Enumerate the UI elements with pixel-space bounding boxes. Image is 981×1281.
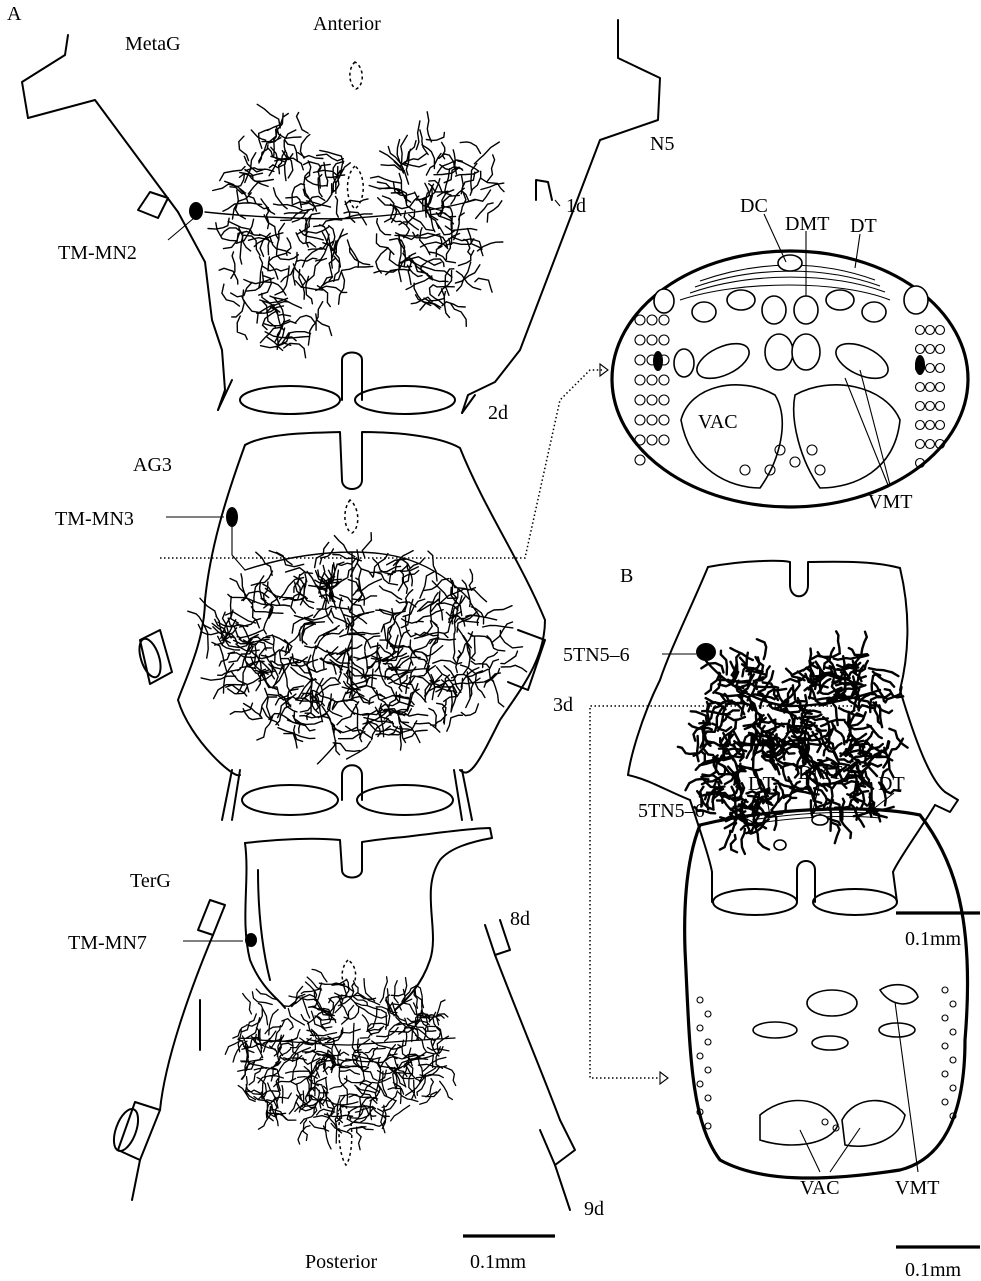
vac-label: VAC [698,411,738,433]
metag-ganglion-outline [22,20,660,414]
tm-mn2-label: TM-MN2 [58,242,137,264]
panel-b-ganglion-outline [628,561,958,915]
dc-leader [764,214,786,262]
dt-b-left-label: DT [748,773,775,795]
posterior-label: Posterior [305,1251,378,1273]
panel-b-section-arrowhead [660,1072,668,1084]
panel-a-label: A [7,3,22,25]
n5-label: N5 [650,133,674,155]
tm-mn7-soma [245,933,257,947]
metag-label: MetaG [125,33,181,55]
scale-b-top-label: 0.1mm [905,928,962,950]
panel-b-label: B [620,565,633,587]
tm-mn3-neurite [232,527,245,570]
terg-label: TerG [130,870,171,892]
nerve-8d-label: 8d [510,908,530,930]
panel-b [590,561,980,1084]
tm-mn2-soma [189,202,203,220]
terg-arborization [225,969,455,1149]
5tn5-6-label: 5TN5–6 [563,644,630,666]
nerve-1d-label: 1d [566,195,586,217]
ag3-cross-section [612,214,968,507]
vmt-label: VMT [868,491,912,513]
vac-b-label: VAC [800,1177,840,1199]
5tn5-6-soma [696,643,716,661]
dc-label: DC [740,195,768,217]
tm-mn7-label: TM-MN7 [68,932,147,954]
ag3-section-line [160,370,602,558]
terg-ganglion-outline [109,828,575,1210]
ag3-arborization [188,533,527,764]
tm-mn2-leader [168,218,194,240]
n5-leader [555,200,560,206]
metag-arborization [205,104,504,357]
ag3-label: AG3 [133,454,172,476]
scale-a-label: 0.1mm [470,1251,527,1273]
panel-a [22,20,660,1236]
dt-leader [855,234,860,268]
dt-b-right-label: DT [878,773,905,795]
nerve-2d-label: 2d [488,402,508,424]
vmt-b-label: VMT [895,1177,939,1199]
anterior-label: Anterior [313,13,381,35]
dmt-label: DMT [785,213,829,235]
dt-label: DT [850,215,877,237]
tm-mn3-soma [226,507,238,527]
dmt-b-label: DMT [798,762,842,784]
5tn5-6-section-label: 5TN5–6 [638,800,705,822]
scale-b-bottom-label: 0.1mm [905,1259,962,1281]
ag3-ganglion-outline [135,432,545,820]
nerve-3d-label: 3d [553,694,573,716]
tm-mn3-label: TM-MN3 [55,508,134,530]
nerve-9d-label: 9d [584,1198,604,1220]
